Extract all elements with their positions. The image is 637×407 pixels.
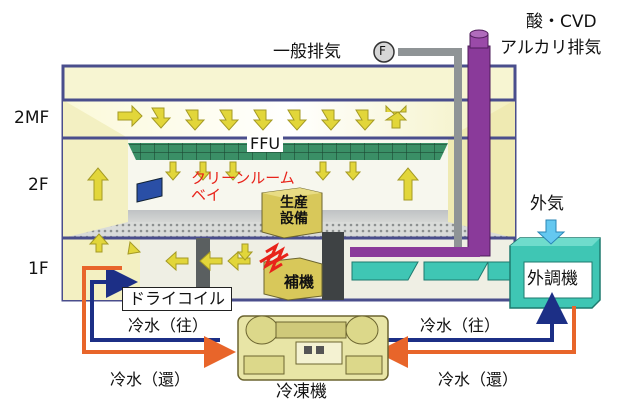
- wall-panel: [136, 177, 163, 203]
- cleanroom-label: クリーンルーム: [191, 169, 295, 187]
- production-equipment: [261, 187, 323, 239]
- equipment-label: 設備: [280, 211, 308, 227]
- airflow-arrows: [86, 104, 420, 272]
- chiller-label: 冷凍機: [276, 382, 327, 402]
- dry-coil-label: ドライコイル: [122, 287, 233, 311]
- ffu-label: FFU: [247, 136, 284, 152]
- floor-label-1f: 1F: [28, 259, 49, 279]
- floor-label-2mf: 2MF: [14, 108, 50, 128]
- mezzanine-floor: [61, 64, 517, 102]
- ffu-grid: [128, 143, 448, 160]
- auxiliary-label: 補機: [284, 273, 315, 291]
- floor-label-2f: 2F: [28, 175, 49, 195]
- bay-label: ベイ: [191, 186, 222, 204]
- fan-icon: F: [379, 44, 386, 58]
- general-exhaust-label: 一般排気: [273, 42, 341, 62]
- auxiliary-equipment: [263, 257, 323, 301]
- heat-zigzag-icon: [265, 242, 289, 264]
- chilled-supply-right-label: 冷水（往）: [420, 316, 501, 335]
- chilled-return-left-label: 冷水（還）: [110, 370, 191, 389]
- alkali-exhaust-label: アルカリ排気: [500, 38, 602, 58]
- air-handler-unit: [509, 219, 601, 309]
- chilled-water-pipes: [82, 266, 576, 368]
- air-handler-label: 外調機: [527, 269, 578, 289]
- acid-cvd-label: 酸・CVD: [526, 12, 597, 32]
- production-label: 生産: [280, 195, 308, 211]
- exhaust-ducts: [350, 29, 491, 257]
- chiller-unit: [237, 315, 389, 381]
- supply-duct: [351, 261, 513, 281]
- outside-air-label: 外気: [530, 194, 564, 214]
- outside-air-arrow-icon: [536, 219, 566, 245]
- chilled-supply-left-label: 冷水（往）: [128, 316, 209, 335]
- chilled-return-right-label: 冷水（還）: [438, 370, 519, 389]
